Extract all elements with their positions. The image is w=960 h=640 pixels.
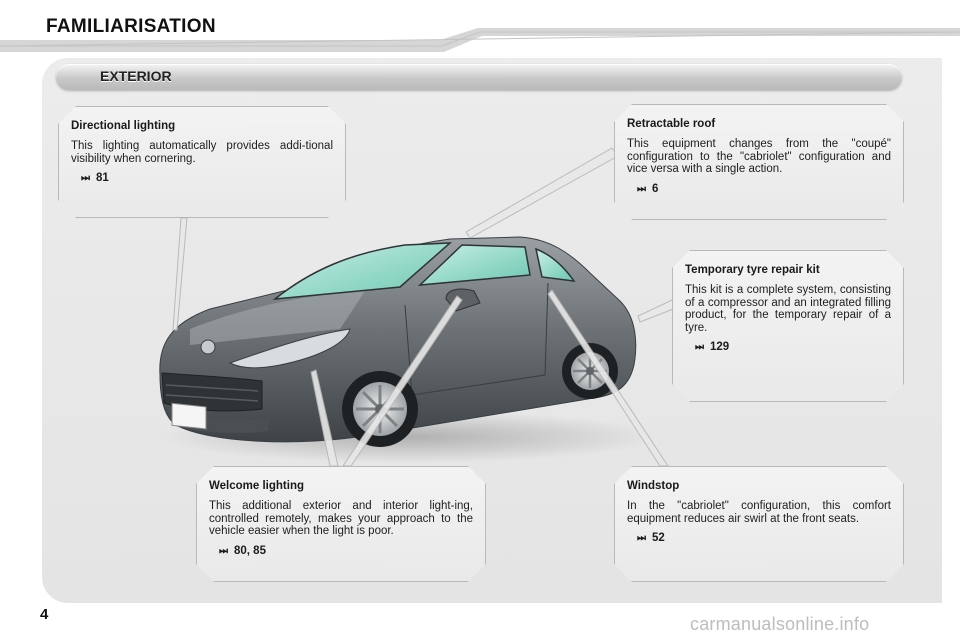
callout-retractable-roof: Retractable roof This equipment changes …	[614, 104, 904, 220]
callout-title: Retractable roof	[627, 118, 716, 130]
callout-title: Temporary tyre repair kit	[685, 264, 820, 276]
page-reference-number: 80, 85	[234, 544, 266, 557]
callout-title: Windstop	[627, 480, 680, 492]
double-arrow-icon: ⏭	[695, 342, 704, 354]
page-reference-number: 81	[96, 172, 109, 185]
page-reference[interactable]: ⏭ 129	[685, 341, 891, 353]
page-reference[interactable]: ⏭ 80, 85	[209, 545, 473, 557]
double-arrow-icon: ⏭	[637, 183, 646, 195]
double-arrow-icon: ⏭	[81, 173, 90, 185]
car-illustration	[159, 236, 650, 463]
section-title: EXTERIOR	[100, 68, 172, 84]
page-reference[interactable]: ⏭ 52	[627, 532, 891, 544]
callout-body: In the "cabriolet" configuration, this c…	[627, 500, 891, 525]
callout-windstop: Windstop In the "cabriolet" configuratio…	[614, 466, 904, 582]
callout-tyre-repair-kit: Temporary tyre repair kit This kit is a …	[672, 250, 904, 402]
page-reference-number: 129	[710, 341, 730, 354]
watermark: carmanualsonline.info	[690, 614, 870, 634]
double-arrow-icon: ⏭	[637, 533, 646, 545]
page-reference-number: 6	[652, 182, 659, 195]
page-reference[interactable]: ⏭ 81	[71, 172, 333, 184]
callout-body: This equipment changes from the "coupé" …	[627, 138, 891, 176]
callout-body: This kit is a complete system, consistin…	[685, 284, 891, 334]
page-reference[interactable]: ⏭6	[627, 183, 891, 195]
callout-body: This additional exterior and interior li…	[209, 500, 473, 538]
section-bar	[56, 64, 902, 90]
page-reference-number: 52	[652, 532, 665, 545]
page-title: FAMILIARISATION	[46, 16, 216, 37]
callout-title: Directional lighting	[71, 120, 176, 132]
callout-welcome-lighting: Welcome lighting This additional exterio…	[196, 466, 486, 582]
callout-directional-lighting: Directional lighting This lighting autom…	[58, 106, 346, 218]
header-band	[0, 28, 960, 52]
double-arrow-icon: ⏭	[219, 545, 228, 557]
callout-title: Welcome lighting	[209, 480, 304, 492]
callout-body: This lighting automatically provides add…	[71, 140, 333, 165]
page-number: 4	[40, 606, 49, 623]
